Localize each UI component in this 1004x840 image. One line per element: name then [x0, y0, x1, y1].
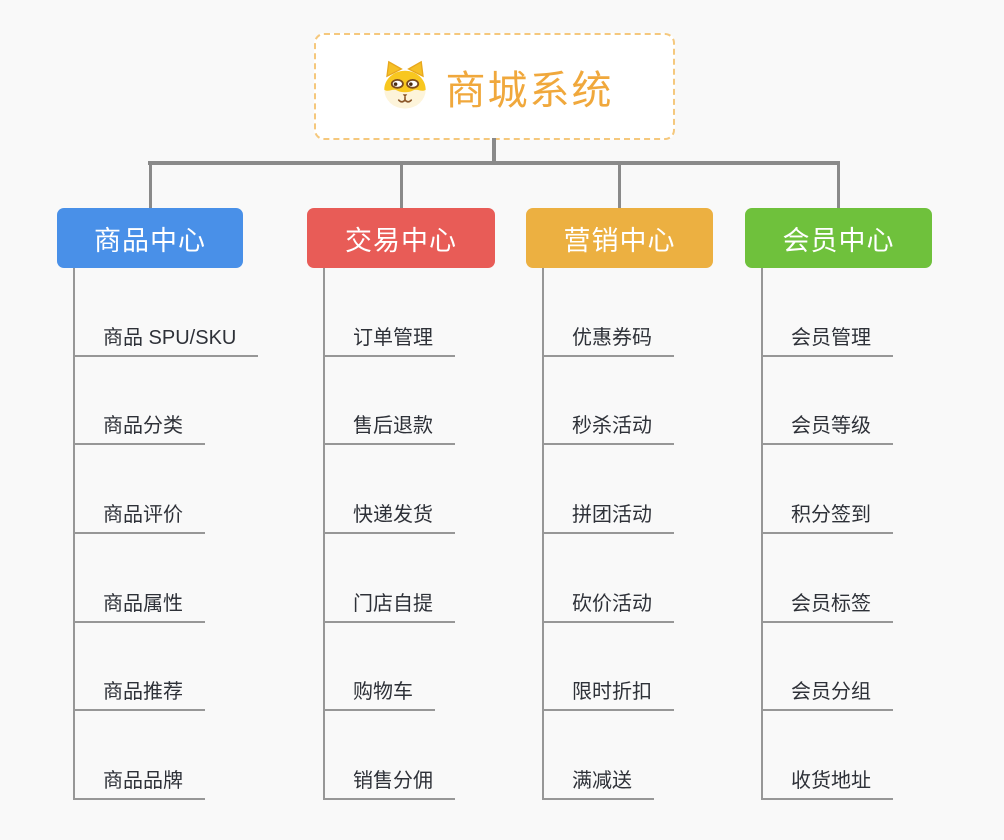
leaf-node[interactable]: 销售分佣 [323, 764, 455, 801]
leaf-node[interactable]: 会员分组 [761, 675, 893, 712]
leaf-row: 限时折扣 [542, 623, 674, 712]
leaf-node[interactable]: 限时折扣 [542, 675, 674, 712]
branch-node[interactable]: 营销中心 [526, 208, 713, 268]
leaf-row: 门店自提 [323, 534, 455, 623]
leaf-row: 商品分类 [73, 357, 258, 446]
leaf-node[interactable]: 收货地址 [761, 764, 893, 801]
branch-node-label: 会员中心 [782, 225, 895, 256]
leaf-row: 满减送 [542, 711, 674, 801]
leaf-node[interactable]: 快递发货 [323, 498, 455, 535]
leaf-row: 优惠券码 [542, 268, 674, 357]
leaf-node[interactable]: 会员等级 [761, 409, 893, 446]
leaf-node[interactable]: 商品品牌 [73, 764, 205, 801]
leaf-row: 砍价活动 [542, 534, 674, 623]
leaf-node[interactable]: 砍价活动 [542, 587, 674, 623]
branch-connector-line [148, 161, 840, 165]
leaf-row: 商品推荐 [73, 623, 258, 712]
leaf-node[interactable]: 商品推荐 [73, 675, 205, 712]
leaf-row: 拼团活动 [542, 445, 674, 535]
leaf-node[interactable]: 购物车 [323, 675, 435, 712]
leaf-node[interactable]: 门店自提 [323, 587, 455, 623]
branch-children-column: 商品 SPU/SKU 商品分类商品评价商品属性商品推荐商品品牌 [73, 268, 259, 801]
leaf-row: 商品评价 [73, 445, 258, 535]
leaf-node[interactable]: 售后退款 [323, 409, 455, 446]
branch-node[interactable]: 会员中心 [745, 208, 932, 268]
leaf-node[interactable]: 优惠券码 [542, 321, 674, 357]
branch-node[interactable]: 交易中心 [307, 208, 495, 268]
leaf-row: 快递发货 [323, 445, 455, 535]
branch-children-column: 会员管理会员等级积分签到会员标签会员分组收货地址 [761, 268, 893, 801]
branch-drop-line [148, 163, 152, 210]
leaf-row: 积分签到 [761, 445, 893, 535]
branch-node-label: 营销中心 [563, 225, 676, 256]
leaf-row: 收货地址 [761, 711, 893, 801]
leaf-row: 会员分组 [761, 623, 893, 712]
branch-drop-line [399, 163, 403, 210]
branch-children-column: 订单管理售后退款快递发货门店自提购物车销售分佣 [323, 268, 455, 801]
leaf-node[interactable]: 商品 SPU/SKU [73, 321, 259, 357]
leaf-row: 商品属性 [73, 534, 258, 623]
leaf-node[interactable]: 商品评价 [73, 498, 205, 535]
leaf-node[interactable]: 商品属性 [73, 587, 205, 623]
leaf-node[interactable]: 订单管理 [323, 321, 455, 357]
leaf-node[interactable]: 会员标签 [761, 587, 893, 623]
leaf-row: 商品 SPU/SKU [73, 268, 259, 357]
leaf-row: 销售分佣 [323, 711, 455, 801]
leaf-row: 售后退款 [323, 357, 455, 446]
leaf-node[interactable]: 商品分类 [73, 409, 205, 446]
leaf-row: 商品品牌 [73, 711, 258, 801]
root-node-title: 商城系统 [445, 68, 614, 113]
leaf-row: 订单管理 [323, 268, 455, 357]
leaf-node[interactable]: 会员管理 [761, 321, 893, 357]
leaf-row: 购物车 [323, 623, 455, 712]
leaf-row: 会员标签 [761, 534, 893, 623]
leaf-node[interactable]: 积分签到 [761, 498, 893, 535]
branch-node-label: 商品中心 [94, 225, 206, 256]
branch-node-label: 交易中心 [345, 225, 457, 256]
branch-children-column: 优惠券码秒杀活动拼团活动砍价活动限时折扣满减送 [542, 268, 674, 801]
branch-drop-line [837, 163, 840, 210]
branch-node[interactable]: 商品中心 [57, 208, 243, 268]
leaf-row: 秒杀活动 [542, 357, 674, 446]
root-stem-line [492, 138, 496, 165]
leaf-node[interactable]: 拼团活动 [542, 498, 674, 535]
root-node[interactable]: 商城系统 [314, 33, 675, 140]
branch-drop-line [618, 163, 621, 210]
dog-face-icon [383, 60, 426, 109]
leaf-row: 会员等级 [761, 357, 893, 446]
leaf-node[interactable]: 满减送 [542, 764, 654, 801]
leaf-row: 会员管理 [761, 268, 893, 357]
leaf-node[interactable]: 秒杀活动 [542, 409, 674, 446]
